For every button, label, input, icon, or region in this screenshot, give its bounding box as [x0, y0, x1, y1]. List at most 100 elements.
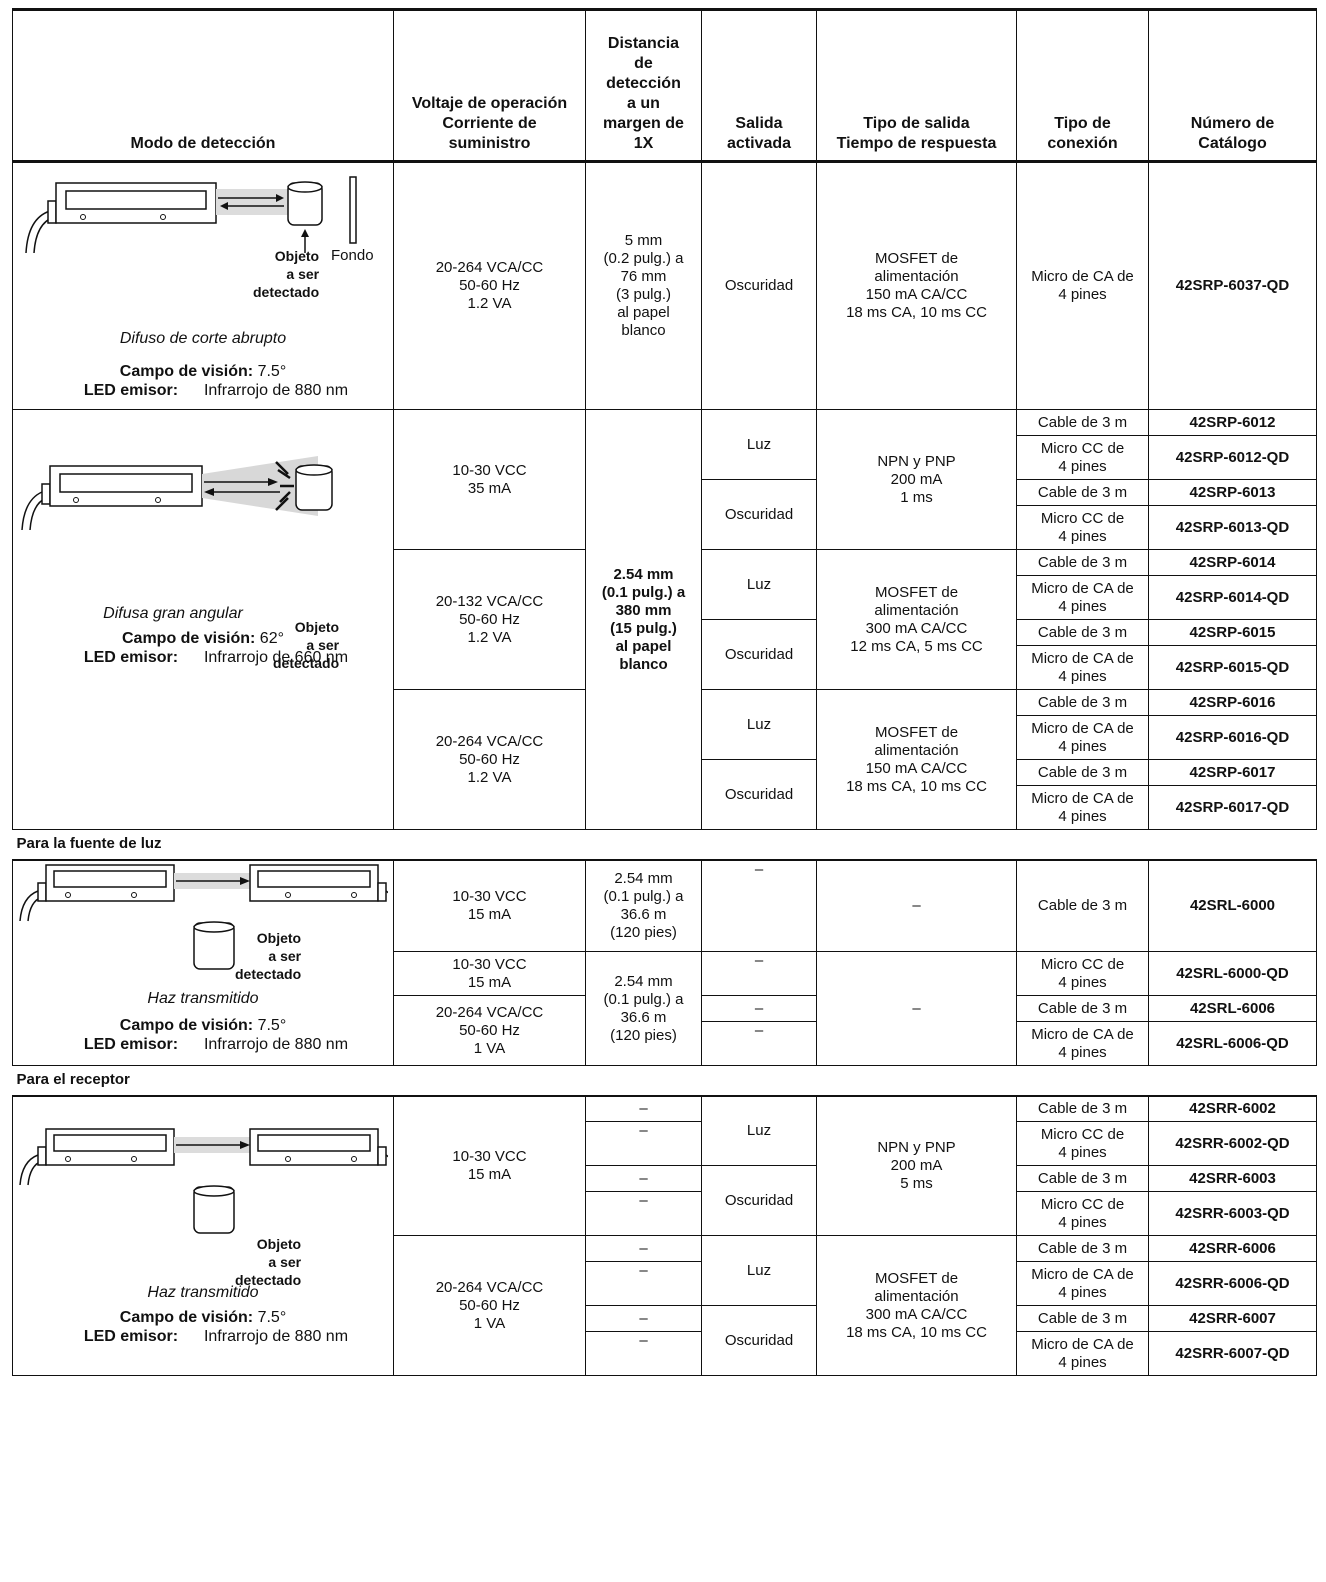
- sec4-row-5: 20-264 VCA/CC 50-60 Hz 1 VA – Luz MOSFET…: [13, 1235, 1317, 1376]
- sec2-catalog-5: 42SRP-6014: [1148, 549, 1317, 576]
- sec2-voltage-3: 20-264 VCA/CC 50-60 Hz 1.2 VA: [393, 689, 586, 830]
- fov-label: Campo de visión:: [119, 1016, 254, 1034]
- sec2-distance: 2.54 mm (0.1 pulg.) a 380 mm (15 pulg.) …: [585, 409, 702, 830]
- sec2-catalog-4: 42SRP-6013-QD: [1148, 505, 1317, 550]
- header-distance: Distancia de detección a un margen de 1X: [585, 8, 702, 163]
- sec4-catalog-1: 42SRR-6002: [1148, 1095, 1317, 1122]
- led-value: Infrarrojo de 880 nm: [203, 1328, 349, 1346]
- sec2-row-2: Micro CC de 4 pines 42SRP-6012-QD: [13, 435, 1317, 480]
- sec3-voltage-c: 20-264 VCA/CC 50-60 Hz 1 VA: [393, 995, 586, 1066]
- sec4-connection-5: Cable de 3 m: [1016, 1235, 1149, 1262]
- sec4-connection-7: Cable de 3 m: [1016, 1305, 1149, 1332]
- sec3-output-on-1: –: [701, 859, 817, 952]
- sec2-voltage-1: 10-30 VCC 35 mA: [393, 409, 586, 550]
- sec3-distance-a: 2.54 mm (0.1 pulg.) a 36.6 m (120 pies): [585, 859, 702, 952]
- sec4-row-7: – Oscuridad Cable de 3 m 42SRR-6007: [13, 1305, 1317, 1376]
- sec2-connection-11: Cable de 3 m: [1016, 759, 1149, 786]
- sec1-connection: Micro de CA de 4 pines: [1016, 161, 1149, 410]
- led-label: LED emisor: [83, 1328, 173, 1346]
- led-value: Infrarrojo de 880 nm: [203, 381, 349, 399]
- sec4-row-8: – Micro de CA de 4 pines 42SRR-6007-QD: [13, 1331, 1317, 1376]
- sec4-output-on-3: Oscuridad: [701, 1165, 817, 1236]
- sec3-output-on-3: –: [701, 995, 817, 1022]
- sec3-connection-1: Cable de 3 m: [1016, 859, 1149, 952]
- fov-value: 7.5°: [257, 1309, 287, 1327]
- header-voltage: Voltaje de operación Corriente de sumini…: [393, 8, 586, 163]
- sec3-title-row: Para la fuente de luz: [12, 829, 1317, 861]
- sec2-catalog-10: 42SRP-6016-QD: [1148, 715, 1317, 760]
- sec2-output-on-3: Oscuridad: [701, 479, 817, 550]
- sec3-connection-4: Micro de CA de 4 pines: [1016, 1021, 1149, 1066]
- sec3-row-1: Objeto a ser detectado Haz transmitido C…: [12, 859, 1317, 1066]
- sec2-led: LED emisor:Infrarrojo de 660 nm: [83, 649, 349, 666]
- sec3-row-2: 10-30 VCC 15 mA 2.54 mm (0.1 pulg.) a 36…: [13, 951, 1317, 1066]
- sec4-output-on-7: Oscuridad: [701, 1305, 817, 1376]
- sec4-mode-cell: Objeto a ser detectado Haz transmitido C…: [12, 1095, 394, 1376]
- sec4-distance-5: –: [585, 1235, 702, 1262]
- sec4-catalog-6: 42SRR-6006-QD: [1148, 1261, 1317, 1306]
- sec4-row-3: – Oscuridad Cable de 3 m 42SRR-6003: [13, 1165, 1317, 1236]
- sec3-catalog-4: 42SRL-6006-QD: [1148, 1021, 1317, 1066]
- sec2-connection-8: Micro de CA de 4 pines: [1016, 645, 1149, 690]
- sec4-distance-1: –: [585, 1095, 702, 1122]
- sec2-connection-2: Micro CC de 4 pines: [1016, 435, 1149, 480]
- sec4-connection-3: Cable de 3 m: [1016, 1165, 1149, 1192]
- sec2-connection-9: Cable de 3 m: [1016, 689, 1149, 716]
- header-output-on: Salida activada: [701, 8, 817, 163]
- fov-label: Campo de visión:: [119, 1309, 254, 1327]
- sec2-row-10: Micro de CA de 4 pines 42SRP-6016-QD: [13, 715, 1317, 760]
- sec1-fov: Campo de visión: 7.5°: [17, 362, 389, 381]
- sec1-mode-caption: Difuso de corte abrupto: [119, 329, 287, 347]
- sec2-voltage-2: 20-132 VCA/CC 50-60 Hz 1.2 VA: [393, 549, 586, 690]
- wide-angle-diagram-icon: [21, 456, 333, 531]
- sec3-output-type-b: –: [816, 951, 1017, 1066]
- sec3-voltage-a: 10-30 VCC 15 mA: [393, 859, 586, 952]
- sec2-row-5: 20-132 VCA/CC 50-60 Hz 1.2 VA Luz MOSFET…: [13, 549, 1317, 690]
- sec3-catalog-3: 42SRL-6006: [1148, 995, 1317, 1022]
- sec2-catalog-6: 42SRP-6014-QD: [1148, 575, 1317, 620]
- sec4-output-type-2: MOSFET de alimentación 300 mA CA/CC 18 m…: [816, 1235, 1017, 1376]
- sec4-catalog-4: 42SRR-6003-QD: [1148, 1191, 1317, 1236]
- sec4-distance-6: –: [585, 1261, 702, 1306]
- sec2-catalog-2: 42SRP-6012-QD: [1148, 435, 1317, 480]
- sensor-diagram-icon: [25, 175, 357, 253]
- sec3-output-on-2: –: [701, 951, 817, 996]
- sec2-catalog-12: 42SRP-6017-QD: [1148, 785, 1317, 830]
- sec2-row-4: Micro CC de 4 pines 42SRP-6013-QD: [13, 505, 1317, 550]
- header-output-type: Tipo de salida Tiempo de respuesta: [816, 8, 1017, 163]
- sec3-mode-caption: Haz transmitido: [147, 989, 259, 1007]
- sec4-object-label: Objeto a ser detectado: [235, 1235, 302, 1288]
- sec4-output-on-5: Luz: [701, 1235, 817, 1306]
- sec2-connection-10: Micro de CA de 4 pines: [1016, 715, 1149, 760]
- header-mode: Modo de detección: [12, 8, 394, 163]
- fov-value: 7.5°: [257, 362, 287, 380]
- sec1-output-on: Oscuridad: [701, 161, 817, 410]
- sec3-distance-b: 2.54 mm (0.1 pulg.) a 36.6 m (120 pies): [585, 951, 702, 1066]
- sec2-catalog-3: 42SRP-6013: [1148, 479, 1317, 506]
- sec3-connection-2: Micro CC de 4 pines: [1016, 951, 1149, 996]
- sec3-fov: Campo de visión: 7.5°: [17, 1016, 389, 1035]
- sec2-output-on-7: Oscuridad: [701, 619, 817, 690]
- led-value: Infrarrojo de 880 nm: [203, 1035, 349, 1053]
- sec2-output-on-1: Luz: [701, 409, 817, 480]
- sec3-output-on-4: –: [701, 1021, 817, 1066]
- sec4-row-4: – Micro CC de 4 pines 42SRR-6003-QD: [13, 1191, 1317, 1236]
- sec1-catalog: 42SRP-6037-QD: [1148, 161, 1317, 410]
- led-label: LED emisor: [83, 1035, 173, 1053]
- sec2-catalog-7: 42SRP-6015: [1148, 619, 1317, 646]
- sec4-connection-6: Micro de CA de 4 pines: [1016, 1261, 1149, 1306]
- sec4-fov: Campo de visión: 7.5°: [17, 1308, 389, 1327]
- sec2-row-8: Micro de CA de 4 pines 42SRP-6015-QD: [13, 645, 1317, 690]
- spec-table: Modo de detección Voltaje de operación C…: [12, 8, 1317, 1376]
- sec4-connection-8: Micro de CA de 4 pines: [1016, 1331, 1149, 1376]
- sec1-led: LED emisor:Infrarrojo de 880 nm: [83, 381, 349, 399]
- sec4-title: Para el receptor: [12, 1065, 1317, 1097]
- sec2-mode-cell: Objeto a ser detectado Difusa gran angul…: [12, 409, 394, 830]
- sec4-mode-caption: Haz transmitido: [147, 1284, 259, 1302]
- sec3-output-type-a: –: [816, 859, 1017, 952]
- header-connection: Tipo de conexión: [1016, 8, 1149, 163]
- sec1-background-label: Fondo: [331, 247, 374, 264]
- through-beam-diagram-icon: [19, 863, 393, 970]
- sec2-fov: Campo de visión: 62°: [17, 629, 389, 648]
- sec4-distance-3: –: [585, 1165, 702, 1192]
